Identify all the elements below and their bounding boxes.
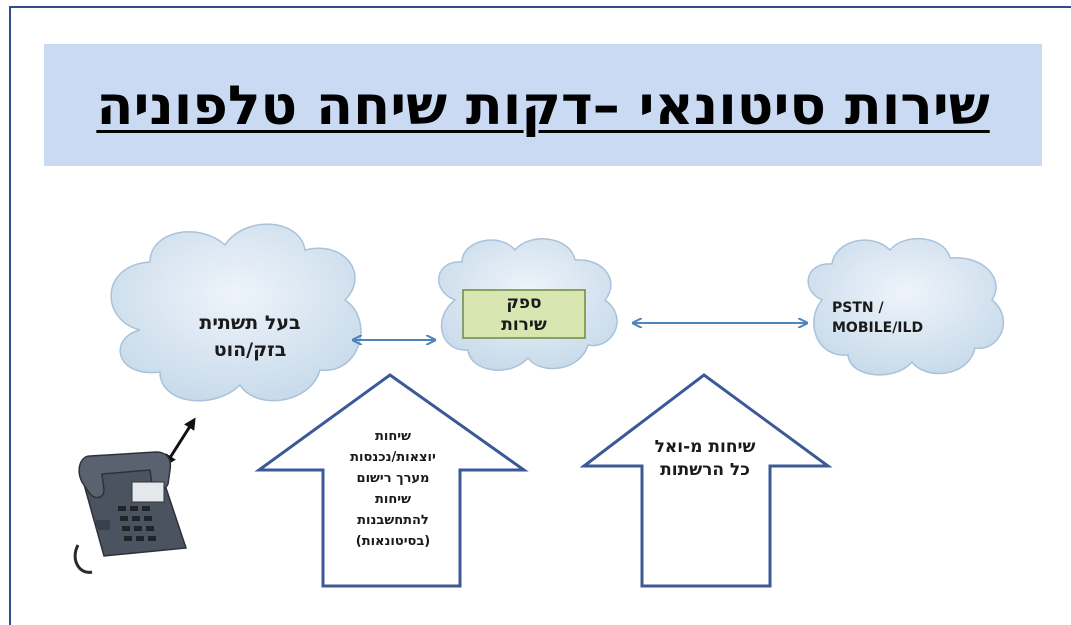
all-networks-line-2: כל הרשתות (660, 460, 750, 480)
infrastructure-owner-line-1: בעל תשתית (199, 312, 301, 334)
wholesale-line-4: שיחות (375, 492, 411, 507)
wholesale-line-5: להתחשבנות (357, 513, 429, 528)
block-arrow-wholesale-services (254, 373, 529, 588)
service-provider-line-1: ספק (506, 293, 542, 313)
cloud-infrastructure-owner (110, 223, 362, 402)
service-provider-label: ספק שירות (462, 292, 586, 336)
networks-line-2: MOBILE/ILD (832, 320, 924, 336)
all-networks-calls-label: שיחות מ-ואל כל הרשתות (630, 436, 780, 482)
connector-phone-owner (164, 417, 196, 467)
wholesale-line-6: (בסיטונאות) (355, 534, 431, 549)
block-arrow-all-networks (579, 373, 833, 588)
telephone-icon (73, 451, 188, 574)
wholesale-line-3: מערך רישום (356, 471, 430, 486)
all-networks-line-1: שיחות מ-ואל (654, 437, 756, 457)
title-banner: שירות סיטונאי –דקות שיחה טלפוניה (44, 44, 1042, 166)
networks-label: PSTN / MOBILE/ILD (832, 298, 982, 338)
service-provider-line-2: שירות (501, 315, 547, 335)
wholesale-line-1: שיחות (375, 429, 411, 444)
slide-title: שירות סיטונאי –דקות שיחה טלפוניה (96, 73, 990, 137)
slide-frame (9, 6, 1071, 625)
service-provider-box (462, 289, 586, 339)
infrastructure-owner-line-2: בזק/הוט (213, 339, 287, 361)
cloud-networks (807, 237, 1004, 376)
infrastructure-owner-label: בעל תשתית בזק/הוט (150, 310, 350, 364)
wholesale-line-2: יוצאות/נכנסות (350, 450, 436, 465)
networks-line-1: PSTN / (832, 300, 884, 316)
wholesale-services-label: שיחות יוצאות/נכנסות מערך רישום שיחות להת… (330, 426, 456, 552)
